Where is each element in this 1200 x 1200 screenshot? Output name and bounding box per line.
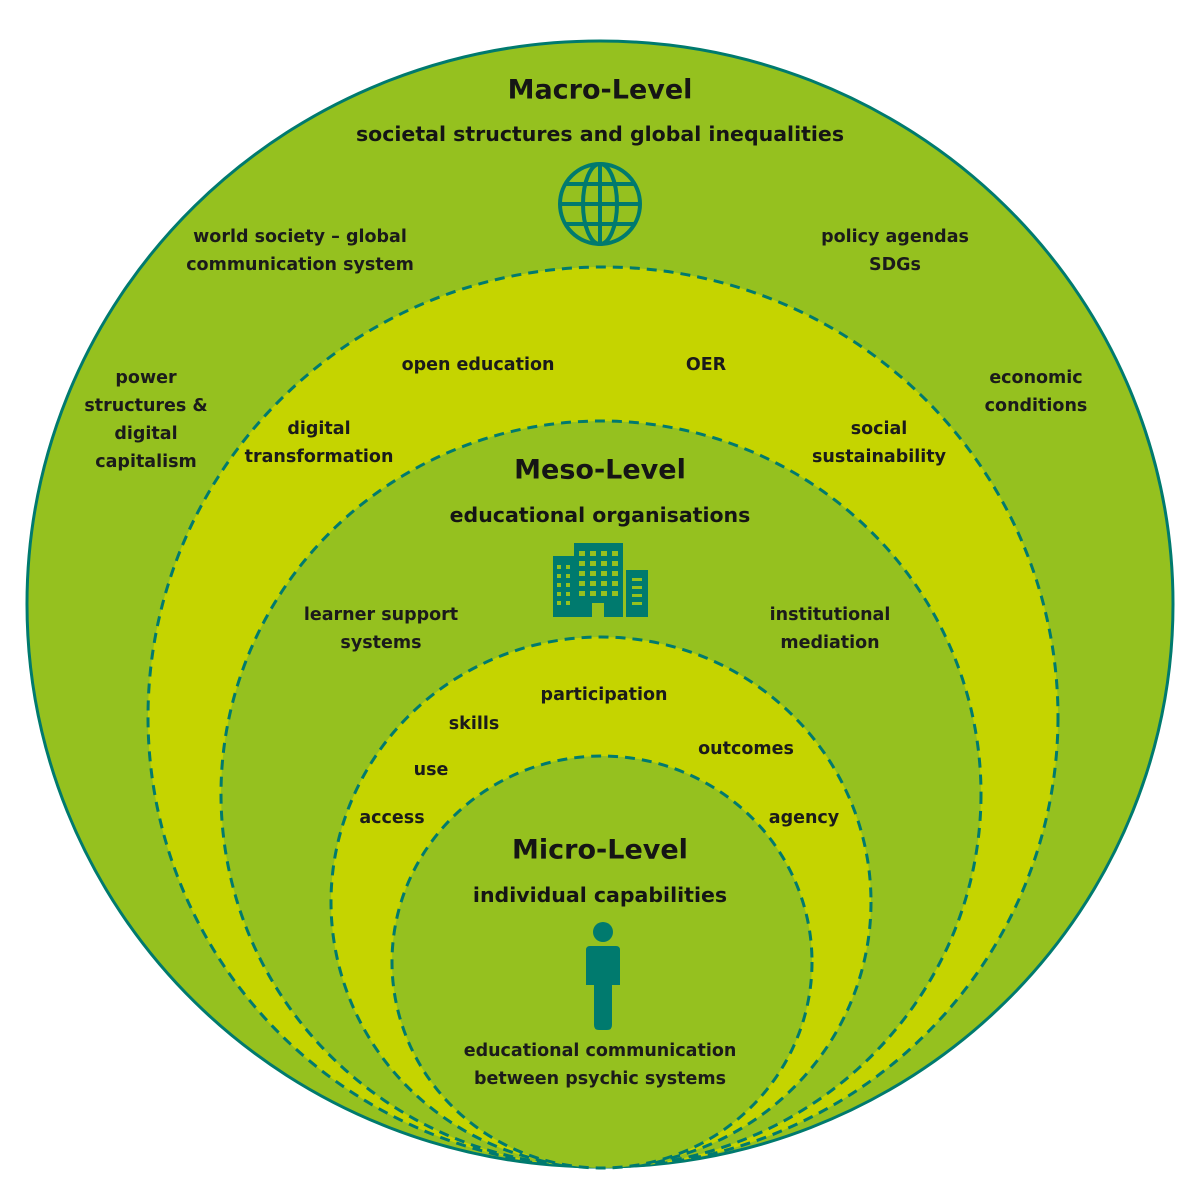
ring2-item-agency: agency [768, 808, 840, 828]
ring2-item-use: use [413, 760, 449, 780]
ring1-item-social-sustainability: social sustainability [811, 419, 947, 467]
ring1-item-oer: OER [685, 355, 727, 375]
meso-title: Meso-Level [514, 454, 686, 486]
person-icon [586, 922, 620, 1030]
globe-icon [558, 162, 642, 246]
ring2-item-outcomes: outcomes [698, 739, 794, 759]
macro-item-world-society: world society – global communication sys… [186, 227, 414, 275]
micro-title: Micro-Level [512, 834, 688, 866]
macro-title: Macro-Level [507, 74, 693, 106]
meso-subtitle: educational organisations [449, 503, 751, 527]
ring2-item-skills: skills [448, 714, 500, 734]
micro-subtitle: individual capabilities [472, 883, 728, 907]
ring1-item-digital-transformation: digital transformation [244, 419, 394, 467]
meso-item-learner-support: learner support systems [303, 605, 459, 653]
ring2-item-access: access [359, 808, 425, 828]
meso-item-institutional: institutional mediation [769, 605, 891, 653]
ring2-item-participation: participation [540, 685, 668, 705]
macro-subtitle: societal structures and global inequalit… [355, 122, 845, 146]
micro-footer: educational communication between psychi… [463, 1041, 737, 1089]
macro-item-economic: economic conditions [984, 368, 1088, 416]
macro-item-policy: policy agendas SDGs [821, 227, 969, 275]
ring1-item-open-education: open education [401, 355, 555, 375]
buildings-icon [553, 543, 648, 617]
macro-item-power: power structures & digital capitalism [84, 368, 208, 472]
